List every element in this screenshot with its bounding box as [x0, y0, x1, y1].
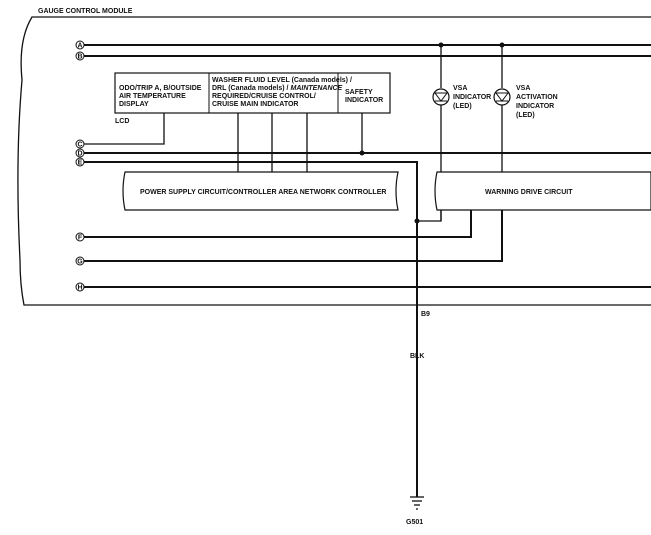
lcd-cell3-line1: SAFETY — [345, 89, 373, 96]
ground-point-label: G501 — [406, 519, 423, 526]
connector-c[interactable]: C — [75, 139, 85, 149]
vsa-activation-label-3: INDICATOR — [516, 103, 554, 110]
wire-f[interactable] — [84, 210, 472, 238]
vsa-activation-label-4: (LED) — [516, 112, 535, 119]
wire-e[interactable] — [84, 161, 418, 221]
lcd-cell3-line2: INDICATOR — [345, 97, 383, 104]
connector-a-label: A — [77, 43, 82, 50]
lcd-cell1-line2: AIR TEMPERATURE — [119, 93, 186, 100]
vsa-activation-led-icon — [493, 88, 511, 106]
module-outline — [17, 16, 651, 306]
vsa-indicator-label-2: INDICATOR — [453, 94, 491, 101]
lcd-cell1-line3: DISPLAY — [119, 101, 149, 108]
power-supply-label: POWER SUPPLY CIRCUIT/CONTROLLER AREA NET… — [140, 189, 386, 196]
connector-b[interactable]: B — [75, 51, 85, 61]
lcd-cell2-line2: DRL (Canada models) /MAINTENANCE — [212, 85, 343, 92]
ground-wire-color-label: BLK — [410, 353, 424, 360]
warning-drive-circuit-box — [434, 171, 651, 211]
lcd-cell1-line1: ODO/TRIP A, B/OUTSIDE — [119, 85, 202, 92]
wire-g[interactable] — [84, 210, 503, 262]
connector-f[interactable]: F — [75, 232, 85, 242]
lcd-label: LCD — [115, 118, 129, 125]
connector-e[interactable]: E — [75, 157, 85, 167]
lcd-display-box — [114, 72, 391, 114]
lcd-cell2-line1: WASHER FLUID LEVEL (Canada models) / — [212, 77, 352, 84]
connector-c-label: C — [77, 142, 82, 149]
ground-pin-label: B9 — [421, 311, 430, 318]
vsa-activation-label-1: VSA — [516, 85, 530, 92]
vsa-to-ground-wire — [417, 210, 442, 222]
connector-e-label: E — [78, 160, 83, 167]
connector-g[interactable]: G — [75, 256, 85, 266]
connector-a[interactable]: A — [75, 40, 85, 50]
lcd-cell2-line2-drl: DRL (Canada models) / — [212, 85, 289, 92]
connector-b-label: B — [77, 54, 82, 61]
vsa-indicator-led-icon — [432, 88, 450, 106]
ground-icon — [410, 496, 424, 510]
lcd-cell2-line2-maintenance: MAINTENANCE — [291, 85, 343, 92]
connector-h[interactable]: H — [75, 282, 85, 292]
vsa-indicator-label-3: (LED) — [453, 103, 472, 110]
lcd-cell2-line4: CRUISE MAIN INDICATOR — [212, 101, 298, 108]
lcd-to-connector-c-wire — [84, 113, 165, 145]
vsa-activation-label-2: ACTIVATION — [516, 94, 558, 101]
vsa-indicator-label-1: VSA — [453, 85, 467, 92]
power-supply-circuit-box — [122, 171, 399, 211]
warning-drive-label: WARNING DRIVE CIRCUIT — [485, 189, 573, 196]
connector-d-label: D — [77, 151, 82, 158]
connector-f-label: F — [78, 235, 83, 242]
connector-h-label: H — [77, 285, 82, 292]
connector-g-label: G — [77, 259, 83, 266]
connector-d[interactable]: D — [75, 148, 85, 158]
lcd-cell2-line3: REQUIRED/CRUISE CONTROL/ — [212, 93, 316, 100]
module-title: GAUGE CONTROL MODULE — [38, 8, 133, 15]
